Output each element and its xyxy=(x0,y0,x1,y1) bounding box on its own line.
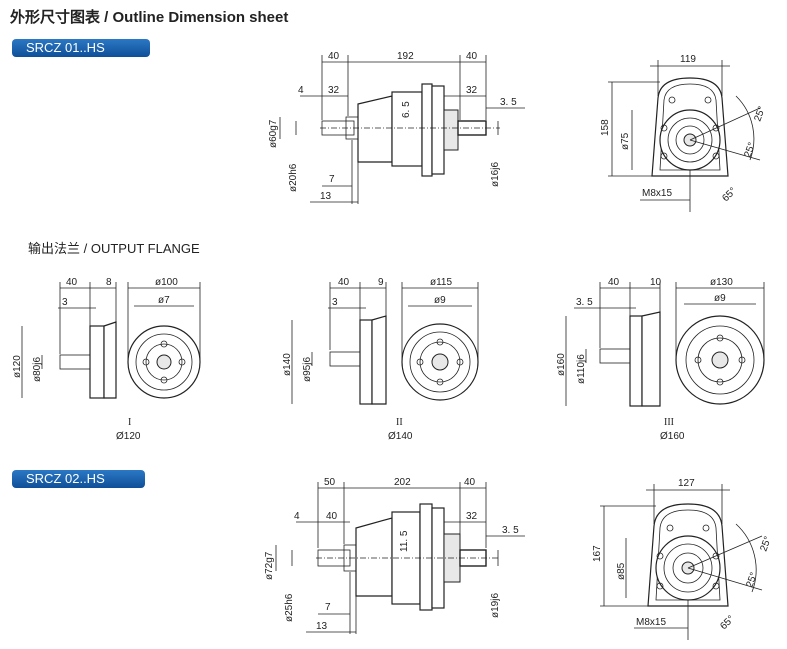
dim-f3-40: 40 xyxy=(608,277,620,288)
dim-f1-40: 40 xyxy=(66,277,78,288)
dim-f2-d9: ø9 xyxy=(434,295,446,306)
dim-m2-d19: ø19j6 xyxy=(490,593,501,618)
angle-m2-25a: 25° xyxy=(758,535,774,553)
dim-m2-3-5: 3. 5 xyxy=(502,525,519,536)
dim-m2-m8: M8x15 xyxy=(636,617,666,628)
dim-m2-50: 50 xyxy=(324,477,336,488)
dim-f1-3: 3 xyxy=(62,297,68,308)
dim-m1-m8: M8x15 xyxy=(642,188,672,199)
model2-side-view: 50 202 40 4 40 32 3. 5 11. 5 ø72g7 ø25h6… xyxy=(264,477,525,634)
angle-m1-65: 65° xyxy=(720,186,738,204)
dim-f1-d100: ø100 xyxy=(155,277,178,288)
dim-m2-167: 167 xyxy=(592,545,603,562)
dim-f2-d115: ø115 xyxy=(430,277,452,288)
dim-m2-d25: ø25h6 xyxy=(284,593,295,622)
dim-f2-9: 9 xyxy=(378,277,384,288)
flange-ii: 40 9 3 ø140 ø95j6 ø115 ø9 II Ø140 xyxy=(282,277,479,442)
angle-m1-25b: 25° xyxy=(742,141,758,159)
dim-m2-127: 127 xyxy=(678,478,695,489)
dim-m2-202: 202 xyxy=(394,477,411,488)
model-badge-srcz01: SRCZ 01..HS xyxy=(12,39,150,57)
flange-ii-label: II xyxy=(396,417,403,428)
dim-f1-d80: ø80j6 xyxy=(32,357,43,382)
dim-f1-d7: ø7 xyxy=(158,295,170,306)
dim-f3-d9: ø9 xyxy=(714,293,726,304)
dim-m2-13: 13 xyxy=(316,621,328,632)
dim-m1-d75: ø75 xyxy=(620,132,631,150)
dim-m1-d60: ø60g7 xyxy=(268,119,279,148)
angle-m2-25b: 25° xyxy=(744,571,760,589)
dim-m1-158: 158 xyxy=(600,119,611,136)
dim-m1-6-5: 6. 5 xyxy=(401,101,412,118)
angle-m2-65: 65° xyxy=(718,614,736,632)
dim-m2-7: 7 xyxy=(325,602,331,613)
dim-m2-d85: ø85 xyxy=(616,562,627,580)
dim-f3-d110: ø110j6 xyxy=(576,354,587,384)
dim-m1-7: 7 xyxy=(329,174,335,185)
dim-m1-192: 192 xyxy=(397,51,414,62)
dim-f1-8: 8 xyxy=(106,277,112,288)
dim-m1-d16: ø16j6 xyxy=(490,162,501,187)
dim-f2-40: 40 xyxy=(338,277,350,288)
model1-front-view: 119 158 ø75 25° 25° 65° M8x15 xyxy=(600,54,768,212)
model-badge-srcz02: SRCZ 02..HS xyxy=(12,470,145,488)
dim-m1-13: 13 xyxy=(320,191,332,202)
model2-front-view: 127 167 ø85 25° 25° 65° M8x15 xyxy=(592,478,774,640)
flange-i: 40 8 3 ø120 ø80j6 ø100 ø7 I Ø120 xyxy=(12,277,201,442)
page-title: 外形尺寸图表 / Outline Dimension sheet xyxy=(10,9,289,26)
dim-f3-d130: ø130 xyxy=(710,277,733,288)
dim-m2-40b: 40 xyxy=(326,511,338,522)
dim-m1-32a: 32 xyxy=(328,85,340,96)
dim-f3-10: 10 xyxy=(650,277,662,288)
flange-ii-diameter: Ø140 xyxy=(388,431,413,442)
dim-m2-32: 32 xyxy=(466,511,478,522)
dim-f2-3: 3 xyxy=(332,297,338,308)
dim-m1-3-5: 3. 5 xyxy=(500,97,517,108)
output-flange-title: 输出法兰 / OUTPUT FLANGE xyxy=(28,241,200,256)
flange-i-label: I xyxy=(128,417,131,428)
dim-f2-d140: ø140 xyxy=(282,353,293,376)
dim-f2-d95: ø95j6 xyxy=(302,357,313,382)
dim-m2-4: 4 xyxy=(294,511,300,522)
dim-m2-11-5: 11. 5 xyxy=(399,530,410,552)
flange-iii: 40 10 3. 5 ø160 ø110j6 ø130 ø9 III Ø160 xyxy=(556,277,765,442)
dim-m1-40b: 40 xyxy=(466,51,478,62)
dim-m1-40a: 40 xyxy=(328,51,340,62)
dim-m2-40a: 40 xyxy=(464,477,476,488)
model1-side-view: 40 192 40 4 32 32 3. 5 6. 5 ø60g7 ø20h6 … xyxy=(268,51,525,204)
dim-m1-4: 4 xyxy=(298,85,304,96)
dim-f3-3-5: 3. 5 xyxy=(576,297,593,308)
flange-iii-diameter: Ø160 xyxy=(660,431,685,442)
dim-m1-d20: ø20h6 xyxy=(288,163,299,192)
flange-i-diameter: Ø120 xyxy=(116,431,141,442)
dim-m1-32b: 32 xyxy=(466,85,478,96)
flange-iii-label: III xyxy=(664,417,674,428)
dim-m2-d72: ø72g7 xyxy=(264,551,275,580)
dim-m1-119: 119 xyxy=(680,54,696,65)
dim-f1-d120: ø120 xyxy=(12,355,23,378)
angle-m1-25a: 25° xyxy=(752,105,768,123)
dim-f3-d160: ø160 xyxy=(556,353,567,376)
